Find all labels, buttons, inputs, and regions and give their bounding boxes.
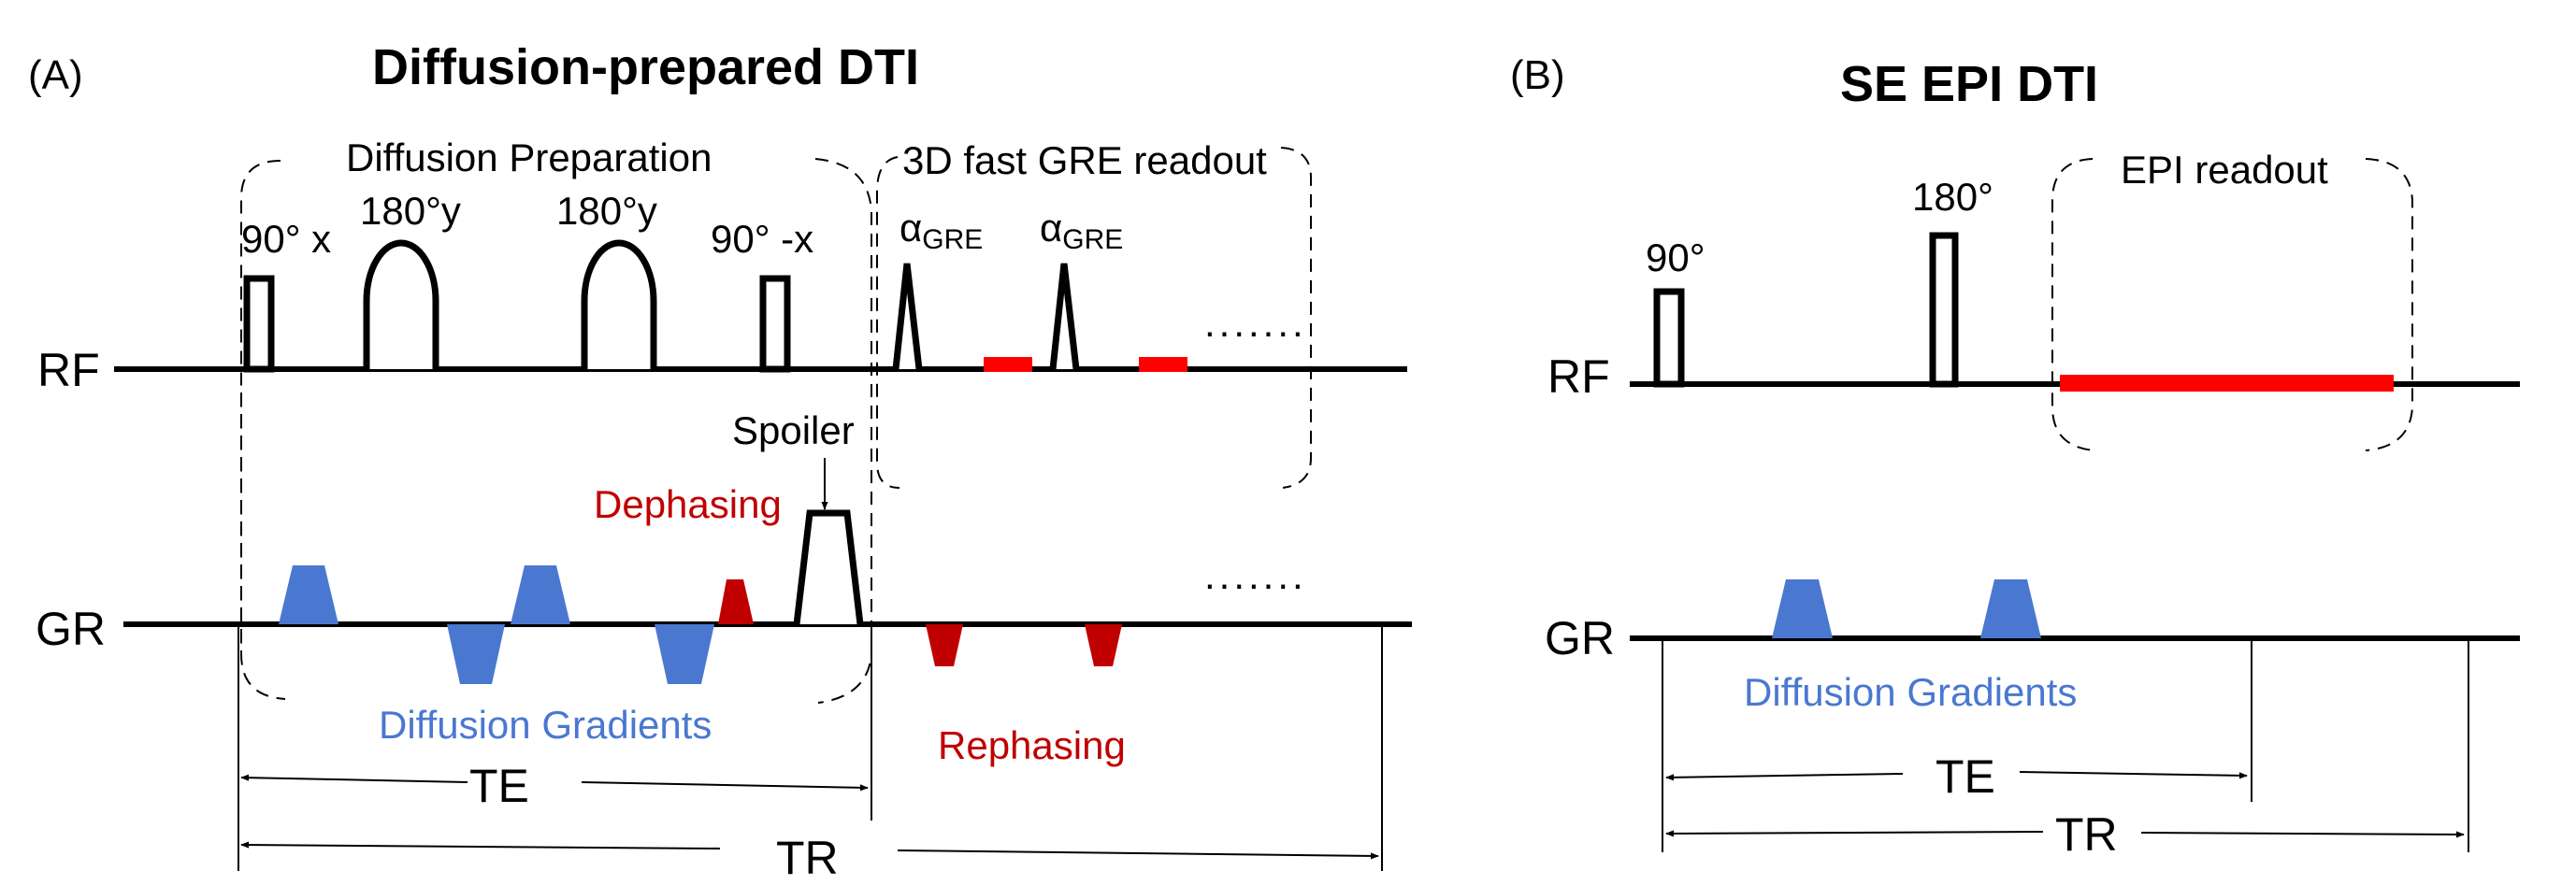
te-label-b: TE	[1936, 750, 1995, 803]
pulse-90mx-label: 90° -x	[711, 217, 813, 261]
pulse-90x-label: 90° x	[241, 217, 331, 261]
pulse-90-b	[1653, 288, 1685, 388]
alpha-2-label: αGRE	[1040, 206, 1123, 255]
panel-b-label: (B)	[1510, 52, 1565, 98]
gr-axis-label-a: GR	[36, 603, 106, 655]
diffusion-gradient-1	[279, 565, 338, 624]
panel-a-label: (A)	[28, 52, 83, 98]
rephasing-label: Rephasing	[938, 723, 1126, 767]
te-arrow-right-a	[581, 781, 869, 792]
pulse-90-minus-x	[759, 275, 791, 373]
dephasing-label: Dephasing	[594, 482, 782, 526]
tr-label-b: TR	[2055, 808, 2118, 861]
spoiler-gradient	[793, 509, 864, 625]
pulse-90-b-label: 90°	[1646, 236, 1705, 279]
alpha-1-label: αGRE	[899, 206, 983, 255]
epi-readout-segment	[2060, 375, 2394, 392]
dephasing-gradient	[718, 579, 754, 624]
rephasing-gradient-1	[926, 624, 963, 666]
pulse-180y-1	[363, 239, 439, 369]
gr-axis-label-b: GR	[1545, 612, 1615, 664]
te-arrow-right-b	[2019, 771, 2248, 779]
pulse-180-b	[1929, 232, 1959, 388]
tr-arrow-right-a	[897, 849, 1379, 860]
epi-readout-label: EPI readout	[2121, 148, 2328, 192]
gr-ellipsis-a: .......	[1204, 553, 1307, 597]
te-arrow-left-b	[1665, 773, 1904, 781]
panel-b-title: SE EPI DTI	[1840, 56, 2098, 112]
rf-axis-label-a: RF	[37, 344, 100, 396]
diffusion-gradients-label-b: Diffusion Gradients	[1744, 670, 2077, 714]
epi-readout-bracket	[2051, 158, 2413, 451]
alpha-pulse-1	[892, 263, 923, 370]
tr-arrow-left-b	[1665, 830, 2044, 837]
diffusion-preparation-label: Diffusion Preparation	[346, 136, 712, 179]
tr-arrow-right-b	[2140, 831, 2465, 838]
pulse-180y-2	[581, 239, 657, 369]
gre-readout-segment-1	[984, 357, 1032, 372]
pulse-180y-1-label: 180°y	[360, 189, 461, 233]
diffusion-gradients-label-a: Diffusion Gradients	[379, 703, 712, 747]
panel-b: (B) SE EPI DTI EPI readout RF 90° 180° G…	[1510, 52, 2520, 861]
pulse-180y-2-label: 180°y	[556, 189, 657, 233]
pulse-90x	[243, 275, 275, 373]
diffusion-gradient-2	[447, 624, 505, 684]
spoiler-label: Spoiler	[732, 408, 855, 452]
te-arrow-left-a	[240, 774, 468, 783]
diffusion-gradient-3	[511, 565, 570, 624]
tr-label-a: TR	[776, 832, 839, 884]
te-label-a: TE	[469, 760, 529, 812]
gre-readout-label: 3D fast GRE readout	[902, 138, 1267, 182]
alpha-pulse-2	[1049, 263, 1080, 370]
gre-readout-segment-2	[1139, 357, 1187, 372]
panel-a: (A) Diffusion-prepared DTI Diffusion Pre…	[28, 39, 1412, 884]
pulse-180-b-label: 180°	[1912, 175, 1993, 219]
diffusion-gradient-b-2	[1980, 579, 2041, 638]
diffusion-gradient-4	[655, 624, 714, 684]
panel-a-title: Diffusion-prepared DTI	[372, 39, 919, 95]
rephasing-gradient-2	[1085, 624, 1122, 666]
rf-ellipsis-a: .......	[1204, 301, 1307, 345]
tr-arrow-left-a	[240, 841, 721, 849]
rf-axis-label-b: RF	[1547, 350, 1610, 403]
diffusion-gradient-b-1	[1772, 579, 1833, 638]
gre-readout-bracket	[876, 147, 1312, 489]
